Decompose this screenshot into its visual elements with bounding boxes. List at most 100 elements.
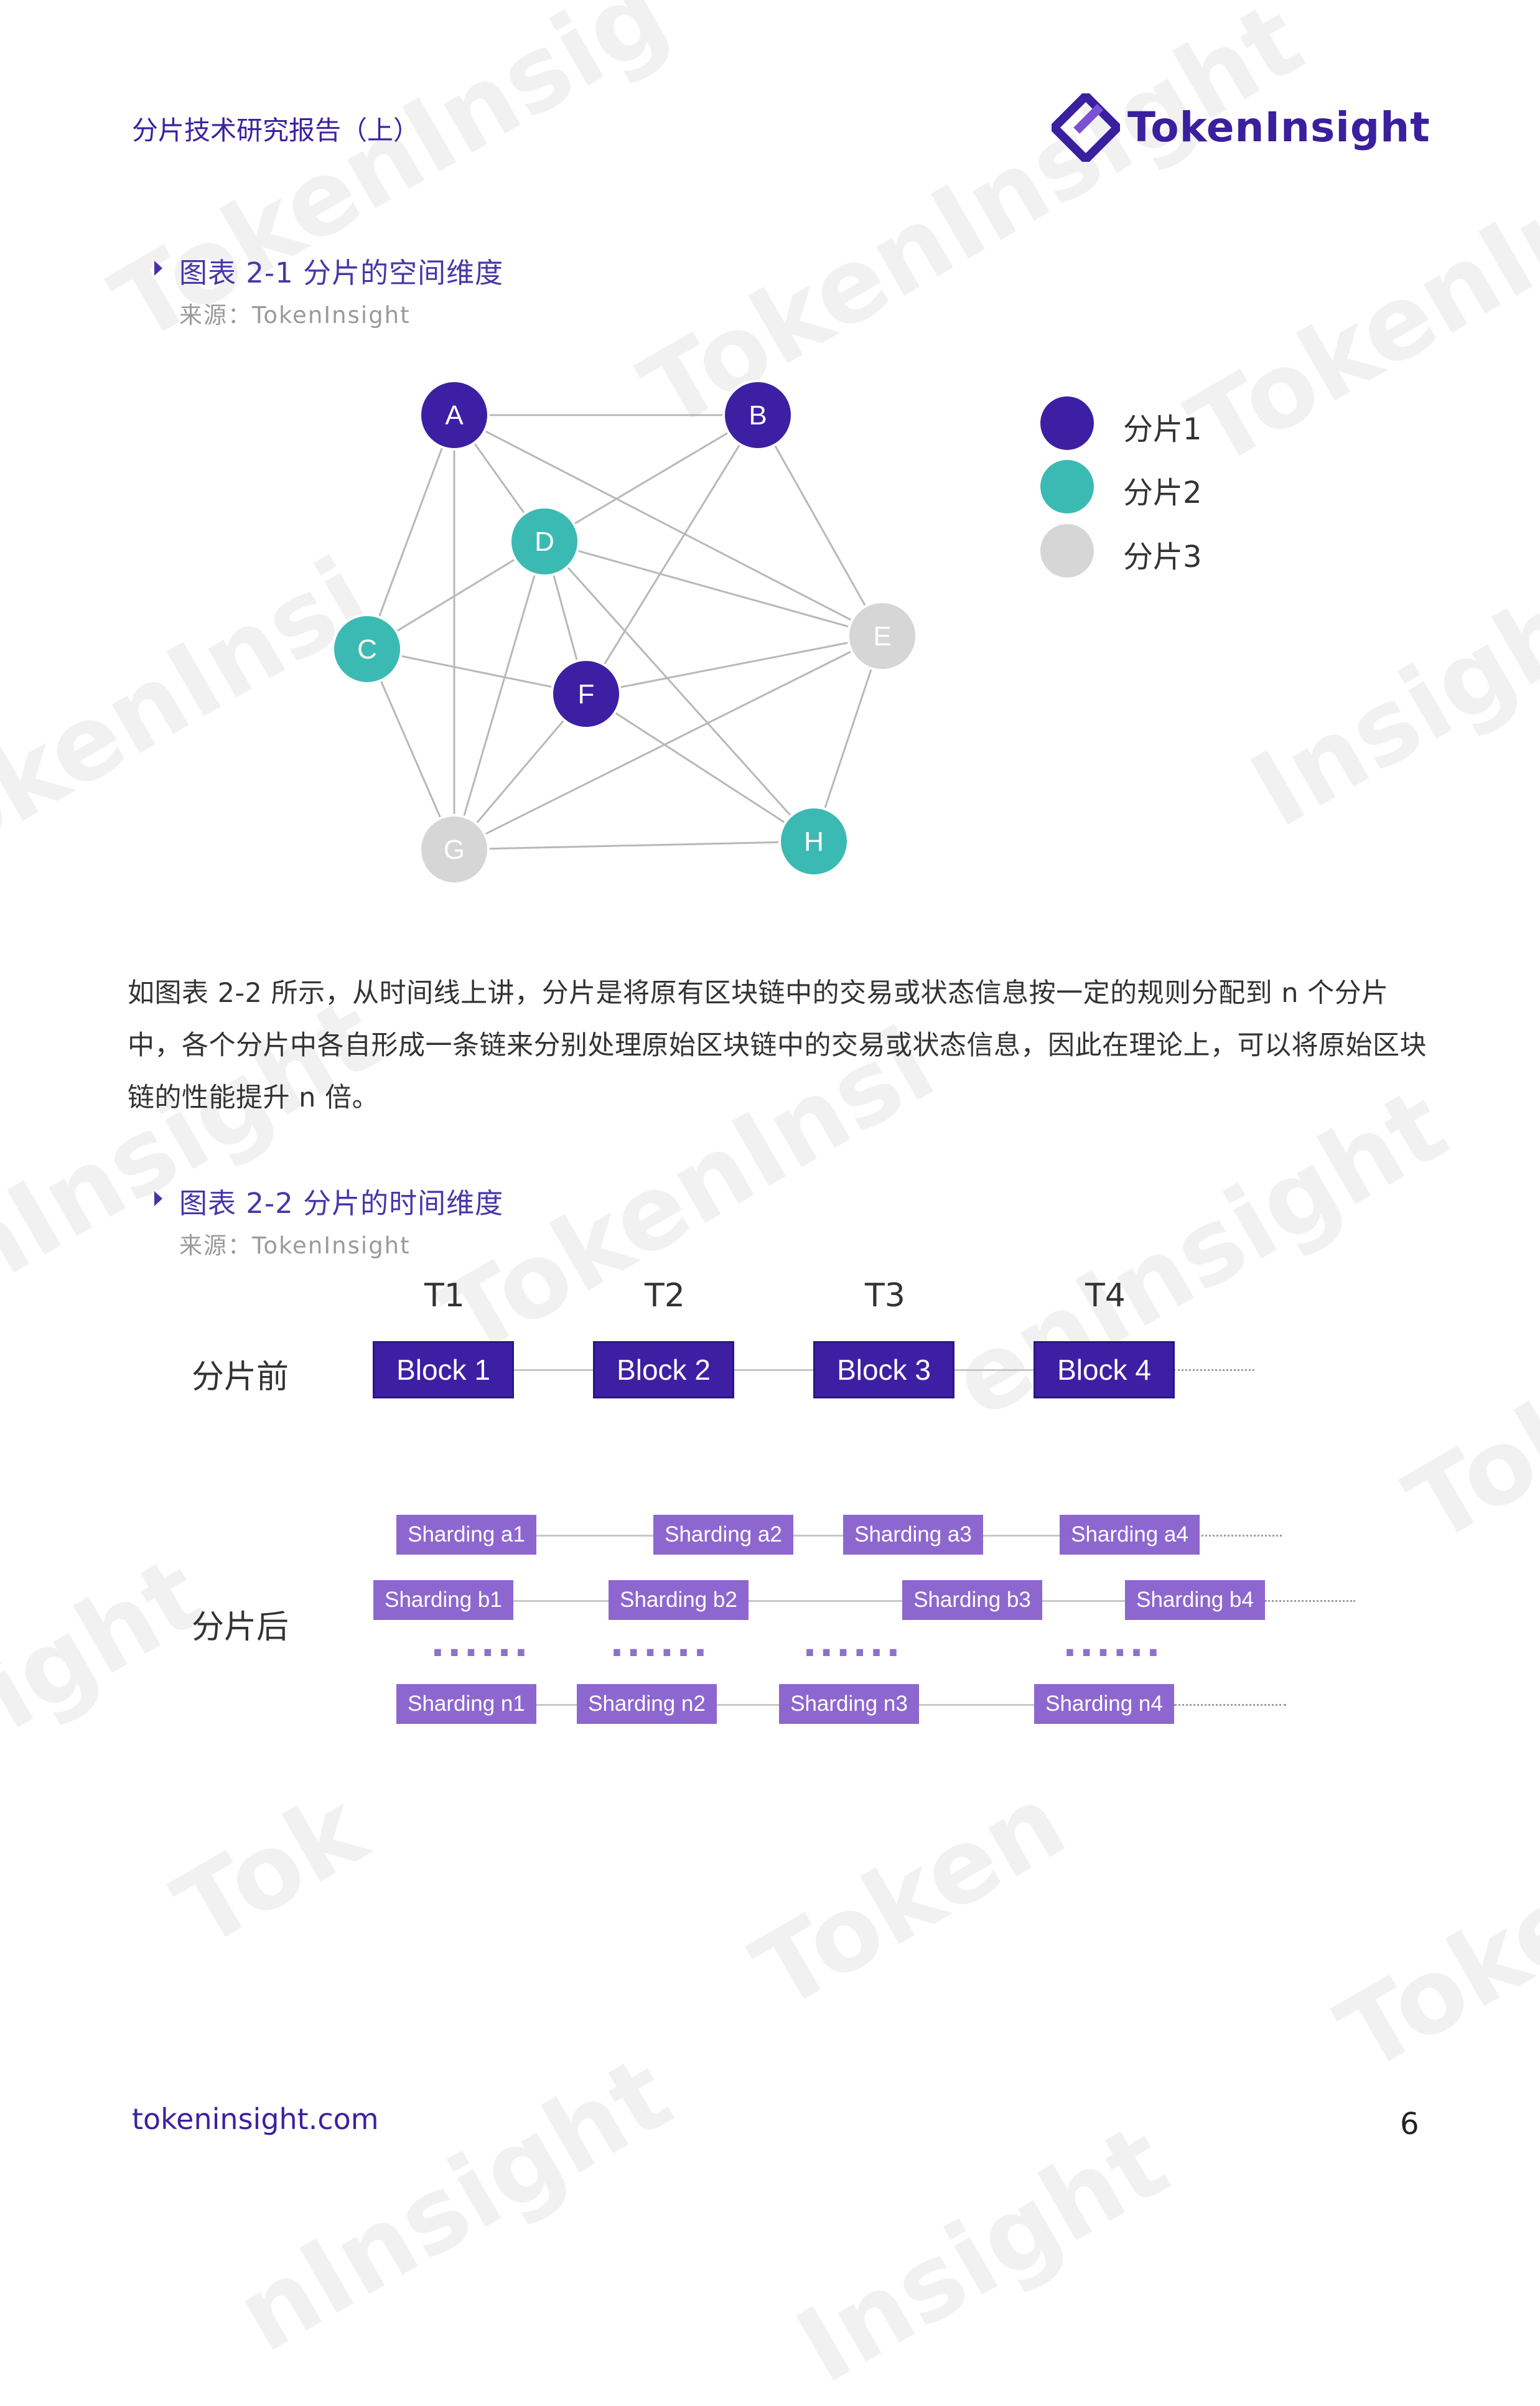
node-circle bbox=[847, 601, 918, 672]
caption-marker-icon bbox=[154, 261, 162, 276]
before-sharding-label: 分片前 bbox=[192, 1359, 289, 1396]
node-circle bbox=[778, 806, 849, 877]
node-label: E bbox=[873, 621, 891, 652]
graph-node-G: G bbox=[419, 814, 490, 885]
shard-node: Sharding b3 bbox=[902, 1580, 1042, 1620]
chain-link bbox=[919, 1704, 1034, 1706]
ellipsis: ...... bbox=[803, 1622, 903, 1665]
graph-node-C: C bbox=[332, 614, 403, 685]
legend-swatch bbox=[1040, 460, 1094, 513]
block-node: Block 3 bbox=[813, 1341, 954, 1398]
graph-edge-C-F bbox=[366, 648, 587, 695]
graph-edge-C-G bbox=[366, 648, 455, 850]
chain-link bbox=[793, 1535, 843, 1537]
graph-edge-D-G bbox=[453, 541, 546, 850]
node-circle bbox=[332, 614, 403, 685]
shard-node: Sharding n2 bbox=[577, 1684, 717, 1724]
chain-link bbox=[733, 1369, 814, 1371]
tokeninsight-logo: TokenInsight bbox=[1048, 90, 1430, 168]
ellipsis: ...... bbox=[431, 1622, 531, 1665]
block-node: Block 1 bbox=[373, 1341, 514, 1398]
graph-edge-E-F bbox=[586, 635, 883, 695]
graph-node-F: F bbox=[551, 658, 622, 729]
node-label: G bbox=[444, 835, 465, 865]
shard-node: Sharding n4 bbox=[1034, 1684, 1174, 1724]
graph-edge-B-D bbox=[544, 414, 758, 543]
chain-link bbox=[1042, 1600, 1126, 1602]
time-label: T2 bbox=[645, 1277, 685, 1314]
graph-edge-B-E bbox=[757, 414, 884, 637]
chain-link bbox=[536, 1704, 595, 1706]
logo-text: TokenInsight bbox=[1127, 103, 1430, 151]
node-label: H bbox=[804, 826, 824, 857]
shard-network-graph: A B C D E F G H bbox=[332, 380, 918, 885]
figure2-caption: 图表 2-2 分片的时间维度 bbox=[179, 1187, 504, 1220]
chain-link bbox=[717, 1704, 779, 1706]
chain-link bbox=[513, 1600, 610, 1602]
figure2-source: 来源：TokenInsight bbox=[179, 1232, 411, 1259]
graph-edge-A-E bbox=[454, 414, 883, 637]
node-label: B bbox=[749, 400, 767, 431]
shard-node: Sharding a2 bbox=[653, 1515, 793, 1555]
node-label: A bbox=[445, 400, 464, 431]
graph-edge-D-E bbox=[544, 540, 883, 637]
graph-node-D: D bbox=[509, 506, 580, 577]
graph-edge-E-G bbox=[454, 635, 883, 851]
graph-edge-F-H bbox=[586, 693, 814, 843]
graph-edge-G-H bbox=[454, 840, 814, 851]
graph-node-B: B bbox=[722, 380, 793, 451]
ellipsis: ...... bbox=[1063, 1622, 1163, 1665]
graph-edge-D-H bbox=[543, 540, 815, 843]
chain-link bbox=[749, 1600, 904, 1602]
legend-swatch bbox=[1040, 524, 1094, 578]
chain-link bbox=[536, 1535, 655, 1537]
footer-website-link[interactable]: tokeninsight.com bbox=[132, 2102, 379, 2136]
node-label: F bbox=[578, 679, 595, 709]
figure1-caption: 图表 2-1 分片的空间维度 bbox=[179, 256, 504, 289]
legend-label: 分片2 bbox=[1123, 475, 1202, 510]
block-node: Block 4 bbox=[1034, 1341, 1175, 1398]
shard-node: Sharding b4 bbox=[1125, 1580, 1265, 1620]
node-circle bbox=[419, 814, 490, 885]
node-circle bbox=[509, 506, 580, 577]
shard-node: Sharding a4 bbox=[1060, 1515, 1200, 1555]
shard-node: Sharding a1 bbox=[396, 1515, 536, 1555]
graph-edge-B-F bbox=[585, 414, 759, 695]
time-label: T4 bbox=[1085, 1277, 1126, 1314]
node-circle bbox=[419, 380, 490, 451]
node-label: C bbox=[357, 634, 377, 665]
chain-continuation bbox=[1174, 1369, 1254, 1371]
shard-node: Sharding a3 bbox=[843, 1515, 983, 1555]
node-circle bbox=[551, 658, 622, 729]
body-paragraph: 如图表 2-2 所示，从时间线上讲，分片是将原有区块链中的交易或状态信息按一定的… bbox=[128, 978, 1427, 1113]
chain-link bbox=[953, 1369, 1034, 1371]
chain-continuation bbox=[1265, 1600, 1355, 1602]
legend-swatch bbox=[1040, 396, 1094, 450]
after-sharding-label: 分片后 bbox=[192, 1609, 289, 1646]
legend-label: 分片3 bbox=[1123, 540, 1202, 574]
graph-node-E: E bbox=[847, 601, 918, 672]
figure1-source: 来源：TokenInsight bbox=[179, 302, 411, 329]
legend-label: 分片1 bbox=[1123, 412, 1202, 447]
shard-node: Sharding b2 bbox=[609, 1580, 749, 1620]
chain-continuation bbox=[1198, 1535, 1282, 1537]
time-label: T3 bbox=[865, 1277, 905, 1314]
shard-node: Sharding b1 bbox=[373, 1580, 513, 1620]
document-title: 分片技术研究报告（上） bbox=[132, 115, 420, 146]
graph-node-H: H bbox=[778, 806, 849, 877]
block-node: Block 2 bbox=[593, 1341, 734, 1398]
page-number: 6 bbox=[1400, 2107, 1419, 2142]
shard-node: Sharding n3 bbox=[779, 1684, 919, 1724]
shard-node: Sharding n1 bbox=[396, 1684, 536, 1724]
graph-edge-E-H bbox=[813, 635, 884, 842]
ellipsis: ...... bbox=[610, 1622, 710, 1665]
graph-edge-A-C bbox=[366, 414, 455, 650]
chain-link bbox=[983, 1535, 1061, 1537]
node-label: D bbox=[534, 527, 554, 557]
caption-marker-icon bbox=[154, 1191, 162, 1206]
node-circle bbox=[722, 380, 793, 451]
chain-continuation bbox=[1174, 1704, 1286, 1706]
time-label: T1 bbox=[424, 1277, 465, 1314]
logo-mark-icon bbox=[1048, 90, 1124, 166]
graph-node-A: A bbox=[419, 380, 490, 451]
